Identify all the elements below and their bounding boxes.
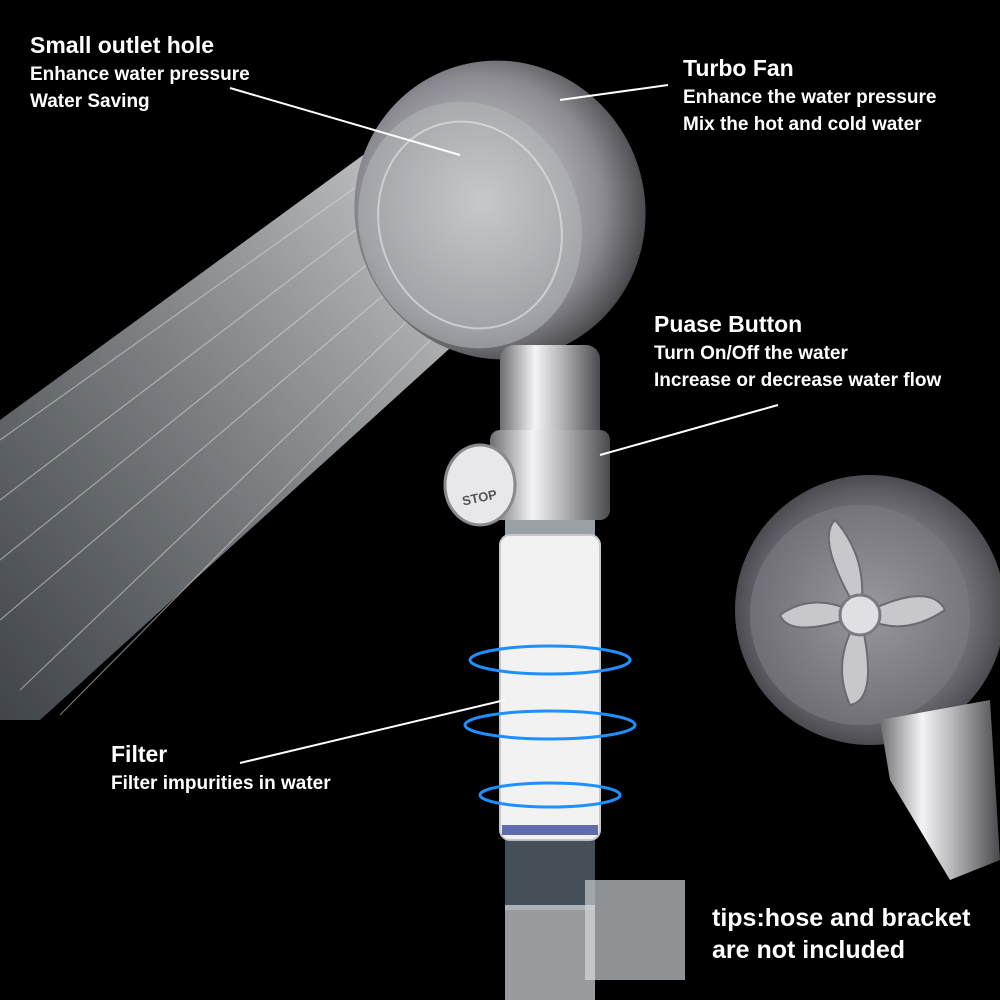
water-spray (0, 150, 470, 720)
shower-head (354, 60, 646, 360)
callout-small-outlet-hole: Small outlet hole Enhance water pressure… (30, 32, 250, 112)
svg-text:STOP: STOP (461, 486, 499, 508)
callout-line: Increase or decrease water flow (654, 370, 942, 391)
callout-pause-button: Puase Button Turn On/Off the water Incre… (654, 311, 942, 391)
callout-title: Turbo Fan (683, 55, 794, 81)
callout-turbo-fan: Turbo Fan Enhance the water pressure Mix… (683, 55, 937, 135)
tips-note: tips:hose and bracket are not included (712, 902, 970, 966)
callout-line: Water Saving (30, 91, 150, 112)
turbo-fan-head (735, 475, 1000, 880)
callout-title: Puase Button (654, 311, 803, 337)
callout-line: Mix the hot and cold water (683, 114, 922, 135)
callout-line: Enhance the water pressure (683, 87, 937, 108)
tips-line: tips:hose and bracket (712, 904, 971, 932)
callout-line: Enhance water pressure (30, 64, 250, 85)
callout-title: Small outlet hole (30, 32, 215, 58)
callout-line: Turn On/Off the water (654, 343, 848, 364)
tips-line: are not included (712, 936, 906, 964)
callout-title: Filter (111, 741, 168, 767)
callout-line: Filter impurities in water (111, 773, 331, 794)
callout-filter: Filter Filter impurities in water (111, 741, 331, 794)
stop-button-graphic: STOP (443, 430, 610, 527)
callout-leader-lines (229, 84, 779, 764)
filter-rings (463, 644, 637, 809)
